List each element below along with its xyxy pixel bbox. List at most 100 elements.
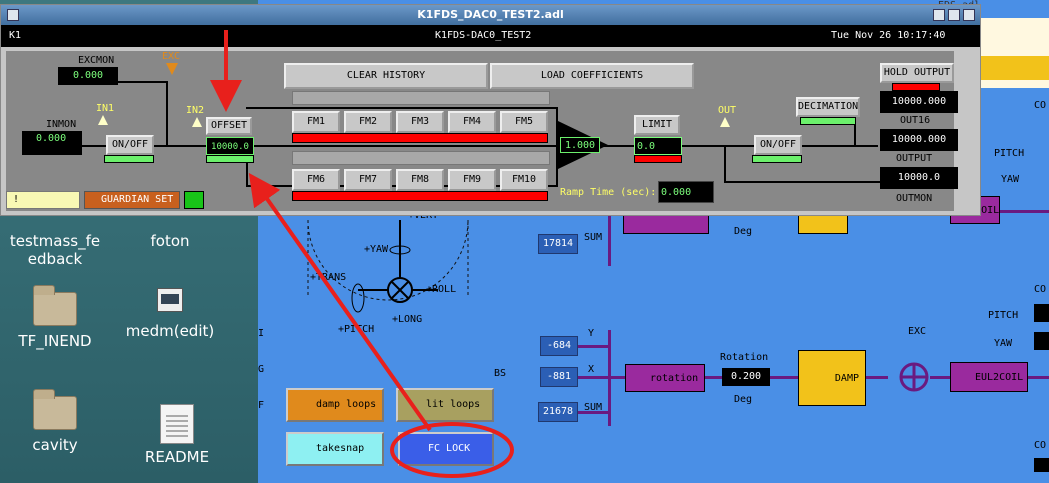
trans-label: +TRANS xyxy=(310,272,347,283)
side-label: IF xyxy=(258,328,264,339)
offset-status-led xyxy=(206,155,254,163)
fm8-button[interactable]: FM8 xyxy=(396,169,444,191)
guardian-set-button[interactable]: GUARDIAN SET xyxy=(84,191,180,209)
wire xyxy=(246,107,558,109)
offset-value-input[interactable]: 10000.0 xyxy=(206,137,254,155)
desktop-icon-readme[interactable]: README xyxy=(122,404,232,466)
out-arrow-icon xyxy=(720,117,730,127)
limit-value-input[interactable]: 0.0 xyxy=(634,137,682,155)
rotation-value[interactable]: 0.200 xyxy=(722,368,770,386)
input-on-off-button[interactable]: ON/OFF xyxy=(106,135,154,155)
document-icon xyxy=(160,404,194,444)
x-label: X xyxy=(588,364,595,375)
fm1-button[interactable]: FM1 xyxy=(292,111,340,133)
eul2coil-button[interactable]: EUL2COIL xyxy=(950,362,1028,392)
background-yellow-strip xyxy=(980,56,1049,80)
yaw-axis-label: +YAW xyxy=(364,244,389,255)
load-coefficients-button[interactable]: LOAD COEFFICIENTS xyxy=(490,63,694,89)
rotation-button[interactable]: rotation xyxy=(625,364,705,392)
fm4-button[interactable]: FM4 xyxy=(448,111,496,133)
deg-label: Deg xyxy=(734,394,753,405)
limit-button[interactable]: LIMIT xyxy=(634,115,680,135)
gain-value-input[interactable]: 1.000 xyxy=(560,137,600,153)
co-label: CO xyxy=(1034,440,1047,451)
fc-lock-button[interactable]: FC LOCK xyxy=(398,432,494,466)
window-titlebar[interactable]: K1FDS_DAC0_TEST2.adl xyxy=(1,5,980,25)
wire xyxy=(116,81,168,83)
filter-module-window: K1FDS_DAC0_TEST2.adl K1 K1FDS-DAC0_TEST2… xyxy=(0,4,981,216)
sum-value: 21678 xyxy=(538,402,578,422)
value-display xyxy=(1034,332,1049,350)
guardian-message-field: ! xyxy=(6,191,80,209)
yaw-label: YAW xyxy=(1001,174,1020,185)
close-icon[interactable] xyxy=(963,9,975,21)
wire xyxy=(70,145,560,147)
outmon-value: 10000.0 xyxy=(880,167,958,189)
guardian-status-led xyxy=(184,191,204,209)
fm7-button[interactable]: FM7 xyxy=(344,169,392,191)
fm-bottom-status-led xyxy=(292,191,548,201)
fm-top-status-led xyxy=(292,133,548,143)
fm10-button[interactable]: FM10 xyxy=(500,169,548,191)
fm9-button[interactable]: FM9 xyxy=(448,169,496,191)
wire xyxy=(930,376,950,379)
maximize-icon[interactable] xyxy=(948,9,960,21)
desktop-icon-medm-edit[interactable]: medm(edit) xyxy=(115,288,225,340)
in2-label: IN2 xyxy=(186,105,205,116)
wire xyxy=(1028,376,1049,379)
inmon-label: INMON xyxy=(46,119,77,130)
clear-history-button[interactable]: CLEAR HISTORY xyxy=(284,63,488,89)
fm-top-indicator-bar xyxy=(292,91,550,105)
fm6-button[interactable]: FM6 xyxy=(292,169,340,191)
bs-label: BS xyxy=(494,368,507,379)
long-label: +LONG xyxy=(392,314,423,325)
filter-name-label: K1FDS-DAC0_TEST2 xyxy=(435,30,532,41)
filter-panel: EXCMON 0.000 EXC IN1 IN2 INMON 0.000 ON/… xyxy=(6,51,958,211)
damp-loops-button[interactable]: damp loops xyxy=(286,388,384,422)
excmon-label: EXCMON xyxy=(78,55,115,66)
window-menu-icon[interactable] xyxy=(7,9,19,21)
y-value: -684 xyxy=(540,336,578,356)
wire xyxy=(724,145,726,183)
co-label: CO xyxy=(1034,284,1047,295)
desktop-icon-label: README xyxy=(144,448,210,466)
decimation-button[interactable]: DECIMATION xyxy=(796,97,860,117)
inmon-value: 0.000 xyxy=(22,131,82,155)
outmon-label: OUTMON xyxy=(896,193,933,204)
fm3-button[interactable]: FM3 xyxy=(396,111,444,133)
output-label: OUTPUT xyxy=(896,153,933,164)
exc-arrow-icon xyxy=(166,63,178,75)
folder-icon xyxy=(33,285,77,326)
value-display xyxy=(1034,304,1049,322)
fm2-button[interactable]: FM2 xyxy=(344,111,392,133)
hold-output-button[interactable]: HOLD OUTPUT xyxy=(880,63,954,83)
desktop-icon-cavity[interactable]: cavity xyxy=(0,389,110,454)
takesnap-button[interactable]: takesnap xyxy=(286,432,384,466)
sum-label: SUM xyxy=(584,402,603,413)
fm5-button[interactable]: FM5 xyxy=(500,111,548,133)
minimize-icon[interactable] xyxy=(933,9,945,21)
wire xyxy=(1000,210,1049,213)
desktop-icon-tf-inend[interactable]: TF_INEND xyxy=(0,285,110,350)
yaw-label: YAW xyxy=(994,338,1013,349)
excmon-value: 0.000 xyxy=(58,67,118,85)
out-label: OUT xyxy=(718,105,737,116)
side-label: FC xyxy=(258,400,264,411)
desktop-icon-foton[interactable]: foton xyxy=(115,232,225,250)
datetime-label: Tue Nov 26 10:17:40 xyxy=(831,30,946,41)
wire xyxy=(608,216,611,266)
ramp-time-input[interactable]: 0.000 xyxy=(658,181,714,203)
header-bar: K1 K1FDS-DAC0_TEST2 Tue Nov 26 10:17:40 xyxy=(1,25,980,47)
exc-label: EXC xyxy=(908,326,927,337)
hold-output-status-led xyxy=(892,83,940,91)
output-on-off-button[interactable]: ON/OFF xyxy=(754,135,802,155)
offset-button[interactable]: OFFSET xyxy=(206,117,252,135)
lit-loops-button[interactable]: lit loops xyxy=(396,388,494,422)
damp-button[interactable]: DAMP xyxy=(798,350,866,406)
summing-junction-icon xyxy=(899,362,929,392)
system-label: K1 xyxy=(9,30,22,41)
guardian-set-label: GUARDIAN SET xyxy=(101,194,174,205)
output-value: 10000.000 xyxy=(880,129,958,151)
